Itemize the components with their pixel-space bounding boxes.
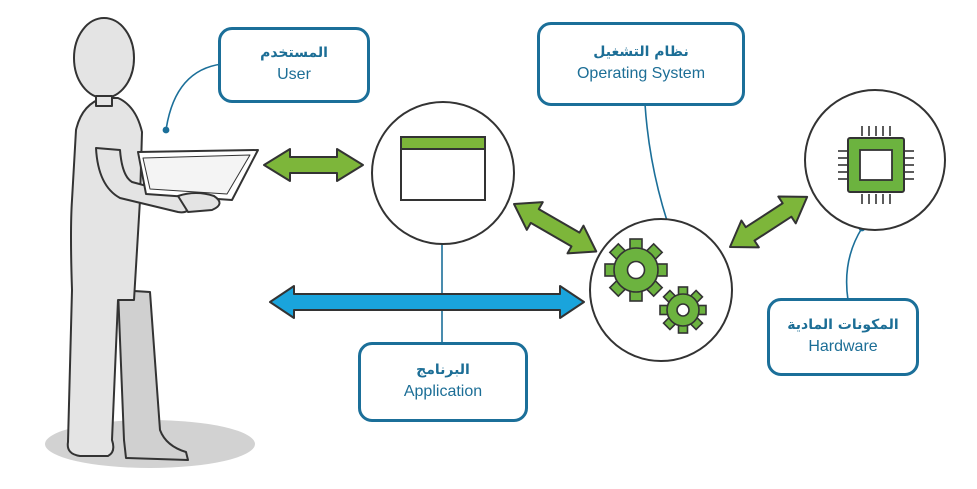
application-label-arabic: البرنامج <box>416 361 470 378</box>
gears-icon <box>604 238 707 334</box>
chip-icon <box>838 126 914 204</box>
hardware-label-arabic: المكونات المادية <box>787 316 899 333</box>
os-label-arabic: نظام التشغيل <box>593 43 689 60</box>
hardware-connector-line <box>845 227 863 301</box>
user-connector-line <box>165 63 223 131</box>
application-label-english: Application <box>403 383 483 401</box>
arrow-os-hardware <box>729 195 809 249</box>
application-label-box: البرنامج Application <box>358 342 528 422</box>
user-connector-dot <box>162 126 170 134</box>
os-label-box: نظام التشغيل Operating System <box>537 22 745 106</box>
hardware-label-box: المكونات المادية Hardware <box>767 298 919 376</box>
hardware-label-english: Hardware <box>808 338 878 356</box>
user-figure-icon <box>66 17 259 461</box>
arrow-user-application <box>263 148 364 182</box>
user-label-english: User <box>277 66 311 84</box>
arrow-user-os <box>269 285 585 319</box>
user-label-box: المستخدم User <box>218 27 370 103</box>
user-label-arabic: المستخدم <box>260 44 328 61</box>
application-window-icon <box>400 136 486 201</box>
os-label-english: Operating System <box>576 65 706 83</box>
arrow-application-os <box>513 201 598 255</box>
